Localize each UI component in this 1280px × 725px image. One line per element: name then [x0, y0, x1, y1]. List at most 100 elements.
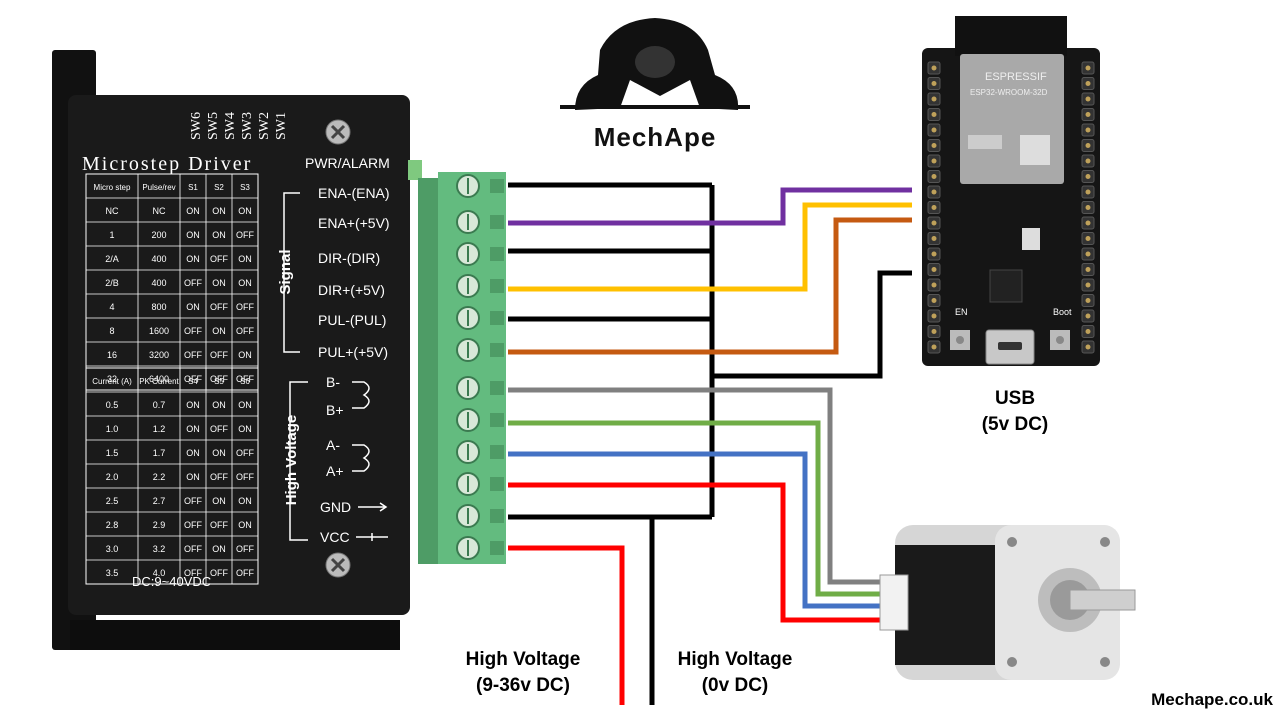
- header-pin-hole: [931, 96, 937, 102]
- table-cell: 2.2: [153, 472, 166, 482]
- pwr-alarm-led: [408, 160, 422, 180]
- table-cell: ON: [238, 350, 252, 360]
- table-cell: OFF: [236, 374, 254, 384]
- header-pin-hole: [931, 251, 937, 257]
- table-cell: ON: [186, 206, 200, 216]
- screw-icon: [325, 119, 351, 145]
- table-cell: 8: [109, 326, 114, 336]
- signal-bracket: [283, 192, 300, 353]
- table-cell: ON: [186, 302, 200, 312]
- esp32-antenna: [955, 16, 1067, 56]
- header-pin-hole: [1085, 65, 1091, 71]
- stepper-motor: [879, 525, 1136, 680]
- header-pin-hole: [1085, 267, 1091, 272]
- table-cell: 16: [107, 350, 117, 360]
- terminal-screws: [456, 174, 504, 560]
- en-button-cap: [956, 336, 964, 344]
- table-cell: NC: [153, 206, 166, 216]
- driver-title: Microstep Driver: [82, 153, 252, 175]
- switch-label-sw6: SW6: [189, 112, 204, 140]
- hv-plus-line1: High Voltage: [465, 649, 581, 670]
- stepper-driver: SW6 SW5 SW4 SW3 SW2 SW1 Microstep Driver…: [52, 50, 506, 650]
- table-cell: OFF: [210, 374, 228, 384]
- table-header-cell: S3: [240, 183, 250, 192]
- terminal-wire-entry: [490, 311, 504, 325]
- table-cell: OFF: [236, 448, 254, 458]
- header-pin-hole: [931, 267, 937, 272]
- ce-mark-icon: [968, 135, 1002, 149]
- coil-a-icon: [352, 444, 370, 472]
- boot-button-label: Boot: [1053, 307, 1072, 317]
- table-cell: 0.5: [106, 400, 119, 410]
- usb-uart-chip: [989, 269, 1023, 303]
- header-pin-hole: [931, 158, 937, 164]
- table-cell: OFF: [184, 278, 202, 288]
- table-cell: 4: [109, 302, 114, 312]
- table-cell: 800: [151, 302, 166, 312]
- table-cell: ON: [212, 496, 226, 506]
- switch-label-sw4: SW4: [223, 112, 238, 140]
- logo-underline: [560, 105, 750, 109]
- table-cell: 400: [151, 278, 166, 288]
- table-cell: OFF: [236, 472, 254, 482]
- table-cell: 2.5: [106, 496, 119, 506]
- table-header-cell: S1: [188, 183, 198, 192]
- logo-text: MechApe: [594, 122, 717, 152]
- terminal-wire-entry: [490, 509, 504, 523]
- terminal-wire-entry: [490, 477, 504, 491]
- usb-label-line1: USB: [994, 388, 1036, 409]
- header-pin-hole: [931, 236, 937, 241]
- header-pin-hole: [1085, 220, 1091, 226]
- motor-screw: [1100, 537, 1110, 547]
- terminal-label: VCC: [320, 529, 350, 545]
- terminal-label: PUL-(PUL): [318, 312, 386, 328]
- table-cell: 3.0: [106, 544, 119, 554]
- table-cell: 200: [151, 230, 166, 240]
- table-cell: ON: [212, 400, 226, 410]
- table-cell: 4.0: [153, 568, 166, 578]
- table-cell: ON: [212, 230, 226, 240]
- footer-url: Mechape.co.uk: [1151, 690, 1273, 709]
- table-header-cell: S2: [214, 183, 224, 192]
- table-cell: ON: [186, 400, 200, 410]
- table-cell: 3.2: [153, 544, 166, 554]
- table-cell: 3200: [149, 350, 169, 360]
- table-cell: ON: [238, 254, 252, 264]
- table-cell: OFF: [236, 326, 254, 336]
- wire-b-plus: [508, 420, 890, 597]
- header-pin-hole: [931, 65, 937, 71]
- table-cell: 2/A: [105, 254, 119, 264]
- table-cell: OFF: [210, 302, 228, 312]
- table-header-cell: Micro step: [94, 183, 131, 192]
- table-cell: 0.7: [153, 400, 166, 410]
- terminal-block-hv: [438, 372, 506, 564]
- wire-esp-gnd: [712, 270, 912, 379]
- table-cell: 1.5: [106, 448, 119, 458]
- table-cell: OFF: [184, 374, 202, 384]
- header-pin-hole: [1085, 251, 1091, 257]
- table-cell: ON: [212, 448, 226, 458]
- table-cell: OFF: [184, 350, 202, 360]
- driver-base: [70, 620, 400, 650]
- header-pin-hole: [1085, 96, 1091, 102]
- table-cell: NC: [106, 206, 119, 216]
- qr-code-icon: [1020, 135, 1050, 165]
- terminal-label: ENA-(ENA): [318, 185, 390, 201]
- table-cell: OFF: [210, 254, 228, 264]
- hv-zero-line1: High Voltage: [677, 649, 793, 670]
- switch-label-sw5: SW5: [206, 112, 221, 140]
- header-pin-hole: [1085, 112, 1091, 117]
- table-cell: ON: [238, 400, 252, 410]
- boot-button-cap: [1056, 336, 1064, 344]
- module-brand: ESPRESSIF: [985, 71, 1047, 83]
- regulator-icon: [1022, 228, 1040, 250]
- table-cell: OFF: [184, 496, 202, 506]
- table-cell: OFF: [184, 568, 202, 578]
- table-cell: OFF: [210, 472, 228, 482]
- hv-zero-label: High Voltage (0v DC): [660, 647, 810, 699]
- terminal-wire-entry: [490, 279, 504, 293]
- header-pin-hole: [1085, 81, 1091, 86]
- terminal-label: A-: [326, 437, 340, 453]
